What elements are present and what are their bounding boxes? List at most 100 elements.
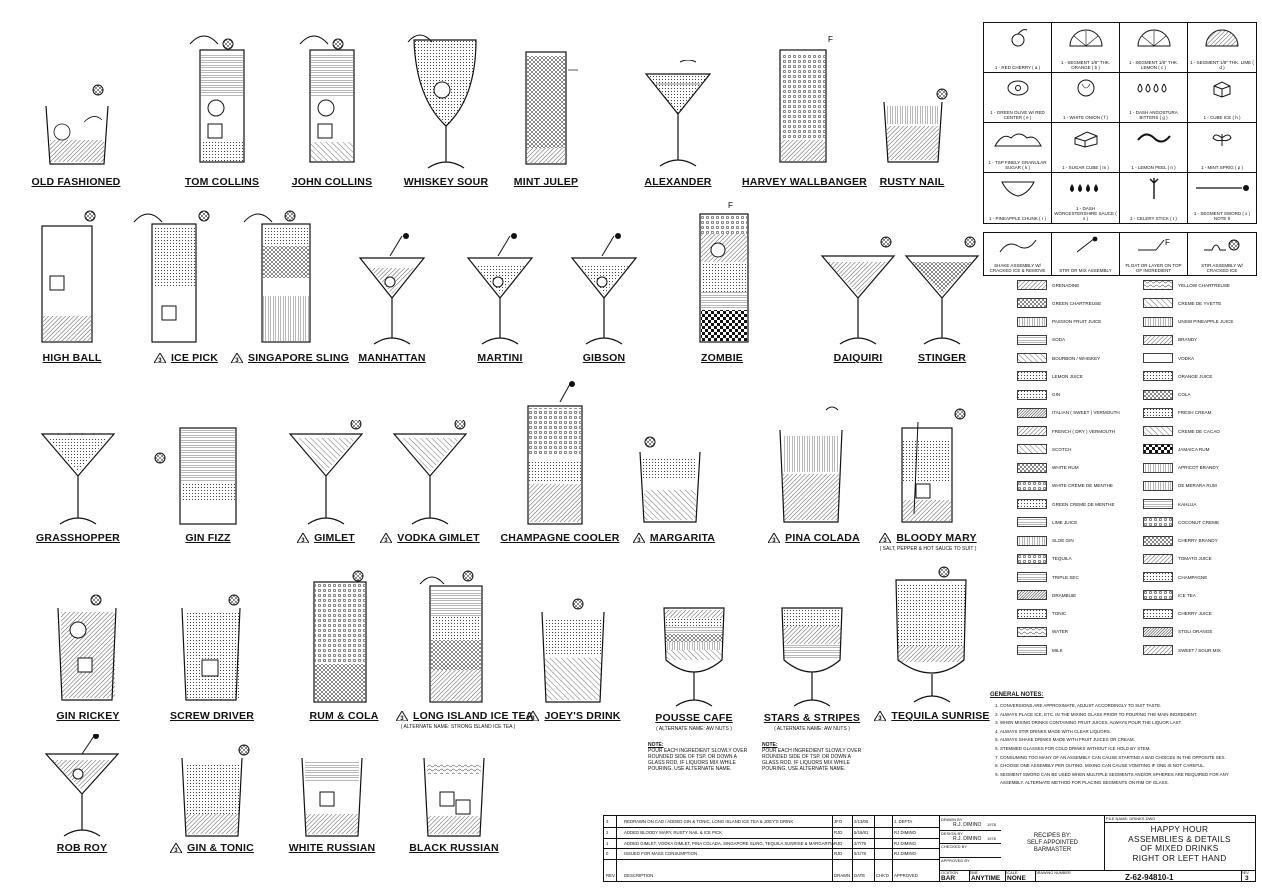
float-icon: F [1120,236,1187,254]
garnish-cell: 1 - CELERY STICK ( t ) [1120,173,1188,223]
revision-by: RJD [834,840,843,846]
legend-label: TRIPLE SEC [1052,574,1079,580]
legend-swatch [1017,444,1047,455]
drink-name: WHITE RUSSIAN [288,842,376,854]
general-note-item: CHOOSE ONE ASSEMBLY PER OUTING. MIXING C… [1000,762,1252,771]
legend-swatch [1017,499,1047,510]
drink-martini: MARTINI [438,232,562,364]
drink-alt-name: ( ALTERNATE NAME: STRONG ISLAND ICE TEA … [400,724,516,730]
general-note-item: ALWAYS SHAKE DRINKS MADE WITH FRUIT JUIC… [1000,736,1252,745]
tequila-sunrise-glass-drawing [895,566,967,703]
legend-label: PASSION FRUIT JUICE [1052,319,1102,325]
drink-gin-fizz: GIN FIZZ [146,420,270,544]
revision-date: 5/1/78 [854,851,866,857]
harvey-wallbanger-glass-drawing: F [779,35,833,163]
drink-stinger: STINGER [880,232,1004,364]
garnish-cell: 1 - SEGMENT 1/8" THK. LIME ( d ) [1188,23,1256,73]
legend-swatch [1143,499,1173,510]
legend-swatch [1143,572,1173,583]
garnish-cell: 1 - GREEN OLIVE W/ RED CENTER ( e ) [984,73,1052,123]
singapore-sling-glass-drawing [243,210,311,343]
garnish-key-table: 1 - RED CHERRY ( a ) 1 - SEGMENT 1/8" TH… [983,22,1257,224]
drink-name: GIN RICKEY [56,710,120,722]
olive-icon [984,77,1051,99]
svg-text:3: 3 [884,538,888,543]
legend-label: COLA [1178,392,1191,398]
legend-item: GIN [1017,386,1137,404]
legend-label: GREEN CREME DE MENTHE [1052,501,1115,507]
vodka-gimlet-glass-drawing [392,420,468,525]
garnish-cell: 1 - WHITE ONION ( f ) [1052,73,1120,123]
signature-row: APPROVED BY [939,857,1001,871]
signature-role: DESIGN BY [941,830,963,836]
drink-name: CHAMPAGNE COOLER [500,532,620,544]
drink-name: RUSTY NAIL [879,176,945,188]
legend-label: STOLI ORANGE [1178,629,1213,635]
gibson-glass-drawing [570,233,638,345]
svg-text:3: 3 [174,848,178,853]
legend-item: CHAMPAGNE [1143,568,1262,586]
legend-swatch [1143,645,1173,656]
legend-swatch [1143,280,1173,291]
legend-label: FRESH CREAM [1178,410,1212,416]
legend-item: ORANGE JUICE [1143,367,1262,385]
svg-text:3: 3 [772,538,776,543]
legend-item: TONIC [1017,605,1137,623]
garnish-cell: 1 - SEGMENT SWORD ( x ) NOTE 9 [1188,173,1256,223]
legend-label: SCOTCH [1052,446,1072,452]
drink-old-fashioned: OLD FASHIONED [14,62,138,188]
drink-name: MARTINI [477,352,523,364]
drink-name: ZOMBIE [700,352,744,364]
legend-item: APRICOT BRANDY [1143,459,1262,477]
svg-text:F: F [728,201,733,210]
drink-rum-cola: RUM & COLA [282,568,406,722]
drink-high-ball: HIGH BALL [10,206,134,364]
gin-tonic-glass-drawing [181,744,250,837]
garnish-cell: 1 - DASH ANGOSTURA BITTERS ( g ) [1120,73,1188,123]
drink-gin-rickey: GIN RICKEY [26,588,150,722]
recipes-by-line: SELF APPOINTED [1026,839,1078,846]
lemon-segment-icon [1120,27,1187,49]
legend-label: KAHLUA [1178,501,1197,507]
svg-text:3: 3 [158,358,162,363]
revision-header-rev: REV. [606,873,616,878]
john-collins-glass-drawing [299,35,355,163]
general-note-item: STEMMED GLASSES FOR COLD DRINKS WITHOUT … [1000,745,1252,754]
general-note-item: SEGMENT SWORD CAN BE USED WHEN MULTIPLE … [1000,771,1252,788]
svg-text:3: 3 [532,716,536,721]
legend-item: COLA [1143,386,1262,404]
general-notes: GENERAL NOTES: CONVERSIONS ARE APPROXIMA… [990,692,1252,788]
drink-name: TOM COLLINS [184,176,260,188]
stinger-glass-drawing [904,236,980,345]
legend-label: WHITE CREME DE MENTHE [1052,483,1113,489]
gin-fizz-glass-drawing [154,427,237,525]
drink-pousse-cafe: POUSSE CAFE ( ALTERNATE NAME: AW NUTS ) [632,600,756,732]
revision-header-desc: DESCRIPTION [624,873,654,878]
zombie-glass-drawing: F [699,201,749,343]
legend-label: VODKA [1178,355,1195,361]
revision-triangle-icon: 3 [153,353,166,364]
legend-label: YELLOW CHARTREUSE [1178,282,1230,288]
legend-item: ICE TEA [1143,586,1262,604]
svg-text:3: 3 [879,716,883,721]
legend-label: WHITE RUM [1052,465,1079,471]
legend-item: WHITE RUM [1017,459,1137,477]
cherry-icon [984,27,1051,49]
legend-item: GRENADINE [1017,276,1137,294]
legend-swatch [1143,334,1173,345]
drink-name: GRASSHOPPER [36,532,120,544]
drink-grasshopper: GRASSHOPPER [16,420,140,544]
legend-swatch [1017,535,1047,546]
signature-name: R.J. DIMINO [953,822,982,828]
revision-triangle-icon: 3 [297,533,310,544]
garnish-cell: 1 - SUGAR CUBE ( m ) [1052,123,1120,173]
legend-swatch [1143,553,1173,564]
